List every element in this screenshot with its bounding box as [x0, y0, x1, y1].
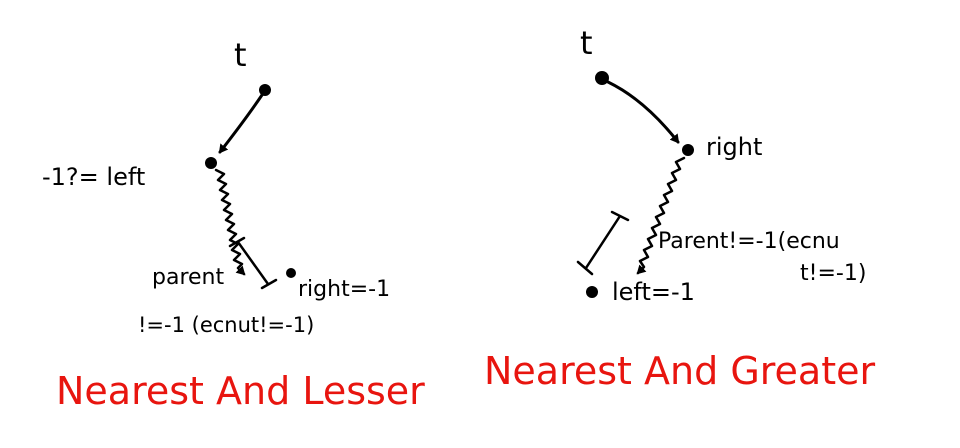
parent-label-line1: Parent!=-1(ecnu	[658, 229, 840, 254]
start-node-label: t	[234, 36, 247, 74]
left-node	[205, 157, 217, 169]
parent-bracket	[576, 210, 630, 276]
edge-to-left	[218, 93, 264, 154]
parent-bracket	[228, 236, 278, 290]
condition-label: !=-1 (ecnut!=-1)	[138, 313, 314, 337]
parent-label: parent	[152, 265, 224, 290]
parent-label-line2: t!=-1)	[800, 261, 866, 286]
start-node	[595, 71, 609, 85]
right-node	[286, 268, 296, 278]
wavy-path-to-left	[636, 156, 686, 275]
left-node-label: -1?= left	[42, 163, 145, 191]
edge-to-right	[606, 80, 680, 144]
right-node-label: right=-1	[298, 277, 390, 302]
right-caption: Nearest And Greater	[484, 349, 875, 393]
left-caption: Nearest And Lesser	[56, 369, 425, 413]
start-node	[259, 84, 271, 96]
right-node-label: right	[706, 133, 762, 161]
nearest-and-lesser-diagram: t -1?= left right=-1 parent !=-1 (ecnut!…	[42, 36, 425, 413]
left-node-label: left=-1	[612, 278, 695, 306]
nearest-and-greater-diagram: t right left=-1 Parent!=-1(ecnu t!=-1) N…	[484, 24, 875, 393]
right-node	[682, 144, 694, 156]
wavy-path-to-right	[214, 168, 246, 276]
left-node	[586, 286, 598, 298]
start-node-label: t	[580, 24, 593, 62]
